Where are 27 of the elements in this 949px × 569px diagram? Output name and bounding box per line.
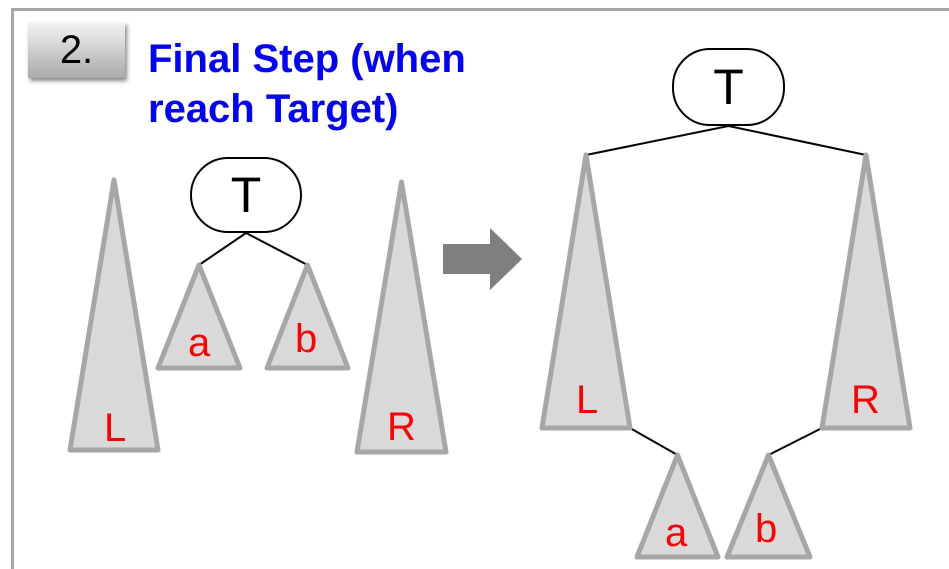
tree-edge xyxy=(768,427,822,456)
subtree-label: L xyxy=(576,380,598,420)
subtree-label: R xyxy=(387,407,416,447)
subtree-triangle xyxy=(727,455,810,557)
subtree-label: R xyxy=(851,380,880,420)
tree-edge xyxy=(246,232,308,266)
subtree-triangle xyxy=(267,265,348,368)
tree-edge xyxy=(198,232,247,266)
subtree-triangle xyxy=(542,155,630,428)
subtree-triangle xyxy=(822,155,910,428)
step-number: 2. xyxy=(60,28,94,72)
subtree-label: b xyxy=(755,509,778,549)
subtree-label: a xyxy=(188,323,210,363)
subtree-label: b xyxy=(295,319,318,359)
subtree-triangle xyxy=(357,182,446,452)
tree-edge xyxy=(728,125,866,156)
heading: Final Step (when reach Target) xyxy=(148,36,467,133)
tree-edge xyxy=(630,427,678,456)
node-label: T xyxy=(230,170,262,220)
block-arrow xyxy=(443,228,522,290)
subtree-label: L xyxy=(104,408,126,448)
step-number-badge xyxy=(28,22,125,78)
subtree-triangle xyxy=(158,265,240,368)
node-label: T xyxy=(713,62,744,112)
tree-edge xyxy=(586,125,729,156)
subtree-label: a xyxy=(665,513,688,553)
subtree-triangle xyxy=(637,455,718,557)
